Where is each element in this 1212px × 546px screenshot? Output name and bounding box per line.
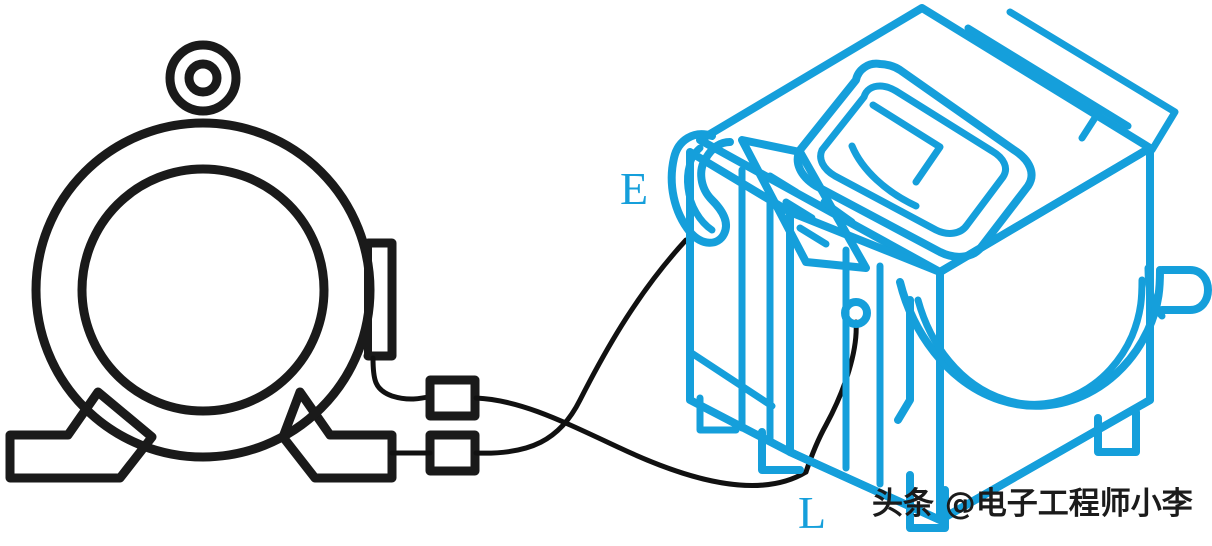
earth-wire [473,237,689,456]
washer-leg-right[interactable] [1094,408,1140,456]
watermark-text: 头条 @电子工程师小李 [872,486,1193,522]
motor-lead-wire [370,355,435,402]
washer-handle-right[interactable] [1158,266,1212,314]
terminal-block-upper[interactable] [425,375,480,421]
motor-lifting-eye-outer [165,40,241,116]
washer-lid-window-highlight2 [848,142,920,210]
motor-left-foot [5,387,157,483]
washer-top-lid-rim [1006,8,1179,154]
washer-front-left-foot-notch [696,394,740,434]
motor-lifting-eye-inner [184,59,222,97]
terminal-blocks [389,375,480,476]
label-live: L [798,487,826,538]
motor-junction-box [363,238,397,361]
washer-handle-right-stem [1144,264,1166,320]
electric-motor [5,40,435,483]
connecting-wires [473,237,859,489]
washer-panel-button-1[interactable] [766,172,800,196]
terminal-block-lower[interactable] [425,430,480,476]
washer-panel-button-3[interactable] [796,224,830,248]
live-wire [473,395,809,489]
washer-leg-center[interactable] [894,296,914,424]
washer-front-left-bevel [686,348,776,410]
washer-lid-window-highlight [869,101,944,186]
motor-housing-inner [77,164,329,416]
washer-base-front [786,396,1154,524]
washer-leg-bottom-center[interactable] [906,471,949,532]
label-earth: E [620,163,648,214]
washer-drain-hose-inner [914,276,1146,408]
washer-leg-left[interactable] [758,428,804,474]
washer-lid-window-inner [817,82,1009,237]
washer-top-lid-rim-notch [1078,106,1104,142]
washer-panel-button-4[interactable] [820,198,856,226]
washing-machine [667,4,1212,532]
washer-top-lid-rim-inner [964,24,1132,130]
motor-right-foot [278,387,397,483]
